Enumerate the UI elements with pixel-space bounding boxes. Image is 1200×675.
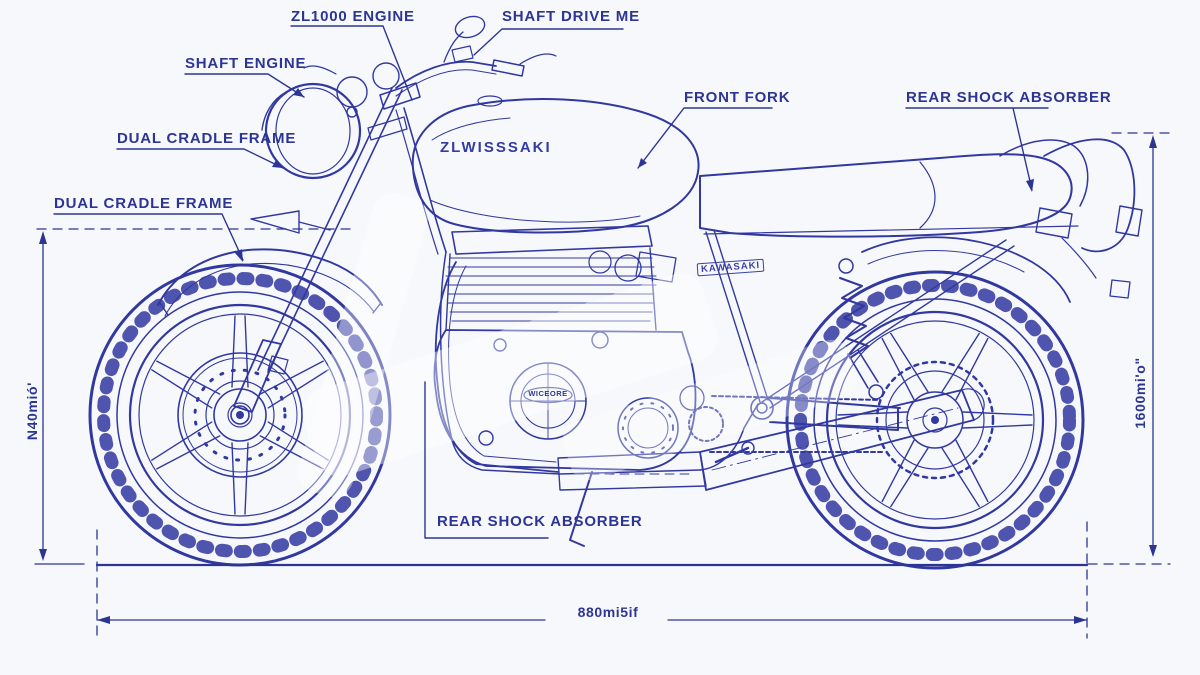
rear-wheel-spokes (837, 332, 1033, 508)
dimension-overall-length: 880mi5if (577, 604, 639, 620)
dimension-lines (34, 132, 1171, 639)
frame (395, 107, 1079, 475)
callout-rear-shock-absorber-bottom: REAR SHOCK ABSORBER (437, 513, 643, 530)
dimension-rear-height: 1600mi'o" (1132, 357, 1148, 429)
callout-shaft-engine: SHAFT ENGINE (185, 55, 307, 72)
callout-front-fork: FRONT FORK (684, 89, 791, 106)
side-stand (569, 471, 593, 547)
engine-cover-badge: WICEORE (528, 389, 568, 398)
tail-section (1035, 138, 1143, 299)
rear-sprocket (875, 360, 995, 480)
fuel-tank (411, 95, 700, 234)
headlight (261, 82, 362, 180)
callout-leader-lines (53, 25, 1049, 539)
callout-dual-cradle-frame-upper: DUAL CRADLE FRAME (117, 130, 297, 147)
rear-shock (838, 258, 884, 400)
watermark (298, 193, 858, 497)
front-wheel (88, 263, 392, 567)
rear-wheel (785, 270, 1085, 570)
front-wheel-spokes (151, 315, 329, 515)
front-turn-signal (250, 210, 331, 234)
rear-fender (861, 236, 1071, 303)
front-brake-disc (177, 352, 303, 478)
tank-logo-text: ZLWISSSAKI (440, 139, 552, 156)
callout-dual-cradle-frame-lower: DUAL CRADLE FRAME (54, 195, 234, 212)
seat (699, 139, 1089, 238)
callout-shaft-drive: SHAFT DRIVE ME (502, 8, 640, 25)
callout-zl1000-engine: ZL1000 ENGINE (291, 8, 415, 25)
engine (433, 225, 705, 471)
front-fender (157, 248, 383, 317)
dimension-front-height: N40mió' (24, 381, 40, 441)
callout-rear-shock-absorber-top: REAR SHOCK ABSORBER (906, 89, 1112, 106)
exhaust (434, 261, 985, 491)
handlebar-cluster (303, 15, 557, 108)
